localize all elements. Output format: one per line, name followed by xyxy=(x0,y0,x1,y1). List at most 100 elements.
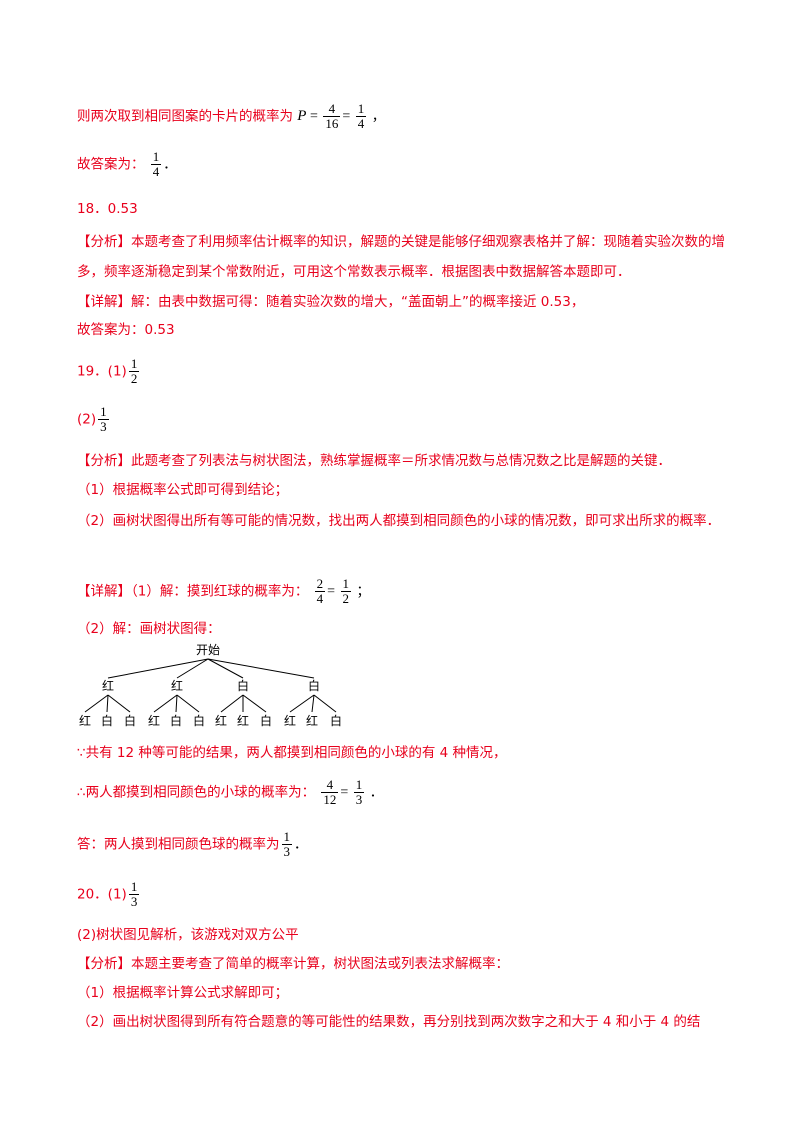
tree-l2-2: 白 xyxy=(124,713,136,728)
denominator: 3 xyxy=(353,792,365,807)
analysis-text: 本题主要考查了简单的概率计算，树状图法或列表法求解概率： xyxy=(131,956,509,972)
tree-root: 开始 xyxy=(196,643,220,657)
numerator: 4 xyxy=(328,101,336,116)
q18-detail: 【详解】解：由表中数据可得：随着实验次数的增大，“盖面朝上”的概率接近 0.53… xyxy=(77,293,584,311)
denominator: 2 xyxy=(128,371,140,386)
numerator: 4 xyxy=(326,777,334,792)
tree-diagram: 开始 红 红 白 白 红 白 白 红 白 白 红 红 白 红 红 白 xyxy=(79,643,342,728)
tree-l2-11: 白 xyxy=(330,713,342,728)
tree-l1-3: 白 xyxy=(308,678,320,693)
tree-l2-10: 红 xyxy=(306,713,318,728)
denominator: 16 xyxy=(323,116,341,131)
tree-l2-7: 红 xyxy=(237,713,249,728)
q20-analysis: 【分析】本题主要考查了简单的概率计算，树状图法或列表法求解概率： xyxy=(77,955,509,973)
tree-l2-6: 红 xyxy=(215,713,227,728)
conclusion-text: ∴两人都摸到相同颜色的小球的概率为： xyxy=(77,784,316,801)
q20-part1: 20．(1) xyxy=(77,886,127,903)
tree-l1-0: 红 xyxy=(102,678,114,693)
tree-edges-l1 xyxy=(107,658,315,679)
q20-part2: (2)树状图见解析，该游戏对双方公平 xyxy=(77,927,299,943)
tree-l1-2: 白 xyxy=(237,678,249,693)
numerator: 1 xyxy=(357,101,365,116)
analysis-tag: 【分析】 xyxy=(77,234,131,250)
denominator: 4 xyxy=(314,591,326,606)
q18-heading: 18．0.53 xyxy=(77,201,138,217)
analysis-tag: 【分析】 xyxy=(77,453,131,469)
q18-analysis: 【分析】本题考查了利用频率估计概率的知识，解题的关键是能够仔细观察表格并了解：现… xyxy=(77,227,725,287)
numerator: 1 xyxy=(130,356,138,371)
denominator: 4 xyxy=(150,164,162,179)
denominator: 3 xyxy=(128,894,140,909)
tree-l2-1: 白 xyxy=(101,713,113,728)
detail-tag: 【详解】 xyxy=(77,583,131,600)
numerator: 1 xyxy=(152,149,160,164)
detail-text: （1）解：摸到红球的概率为： xyxy=(131,583,309,600)
denominator: 2 xyxy=(340,591,352,606)
denominator: 4 xyxy=(355,116,367,131)
detail-text: 解：由表中数据可得：随着实验次数的增大，“盖面朝上”的概率接近 0.53， xyxy=(131,294,585,310)
punct: ． xyxy=(294,836,308,853)
answer-label: 故答案为： xyxy=(77,156,145,173)
part2-label: (2) xyxy=(77,411,97,428)
q19-part1: 19．(1) xyxy=(77,363,127,380)
tree-edges-l2 xyxy=(84,694,337,713)
q20-step2: （2）画出树状图得到所有符合题意的等可能性的结果数，再分别找到两次数字之和大于 … xyxy=(77,1014,701,1030)
denominator: 3 xyxy=(281,844,292,859)
punct: ． xyxy=(163,156,177,173)
q19-conclusion1: ∵共有 12 种等可能的结果，两人都摸到相同颜色的小球的有 4 种情况， xyxy=(77,745,507,761)
numerator: 1 xyxy=(342,576,350,591)
denominator: 12 xyxy=(321,792,339,807)
numerator: 1 xyxy=(100,404,107,419)
denominator: 3 xyxy=(98,419,109,434)
numerator: 1 xyxy=(130,879,138,894)
numerator: 1 xyxy=(355,777,363,792)
q19-analysis: 【分析】此题考查了列表法与树状图法，熟练掌握概率＝所求情况数与总情况数之比是解题… xyxy=(77,452,671,470)
q18-answer: 故答案为：0.53 xyxy=(77,322,175,338)
analysis-text: 此题考查了列表法与树状图法，熟练掌握概率＝所求情况数与总情况数之比是解题的关键． xyxy=(131,453,671,469)
answer-text: 答：两人摸到相同颜色球的概率为 xyxy=(77,836,280,853)
punct: ， xyxy=(371,108,386,125)
p-variable: P xyxy=(297,107,307,124)
tree-l2-4: 白 xyxy=(170,713,182,728)
tree-l2-3: 红 xyxy=(148,713,160,728)
tree-l2-0: 红 xyxy=(79,713,91,728)
detail-tag: 【详解】 xyxy=(77,294,131,310)
tree-l2-8: 白 xyxy=(260,713,272,728)
punct: ； xyxy=(356,583,371,600)
analysis-text: 本题考查了利用频率估计概率的知识，解题的关键是能够仔细观察表格并了解：现随着实验… xyxy=(77,234,725,280)
tree-l1-1: 红 xyxy=(171,678,183,693)
q20-step1: （1）根据概率计算公式求解即可； xyxy=(77,985,289,1001)
q19-detail2: （2）解：画树状图得： xyxy=(77,621,221,637)
analysis-tag: 【分析】 xyxy=(77,956,131,972)
numerator: 2 xyxy=(316,576,324,591)
punct: ． xyxy=(369,784,384,801)
tree-l2-9: 红 xyxy=(284,713,296,728)
statement-text: 则两次取到相同图案的卡片的概率为 xyxy=(77,108,293,125)
q19-step1: （1）根据概率公式即可得到结论； xyxy=(77,482,289,498)
tree-l2-5: 白 xyxy=(193,713,205,728)
numerator: 1 xyxy=(283,829,291,844)
q19-step2: （2）画树状图得出所有等可能的情况数，找出两人都摸到相同颜色的小球的情况数，即可… xyxy=(77,513,721,529)
